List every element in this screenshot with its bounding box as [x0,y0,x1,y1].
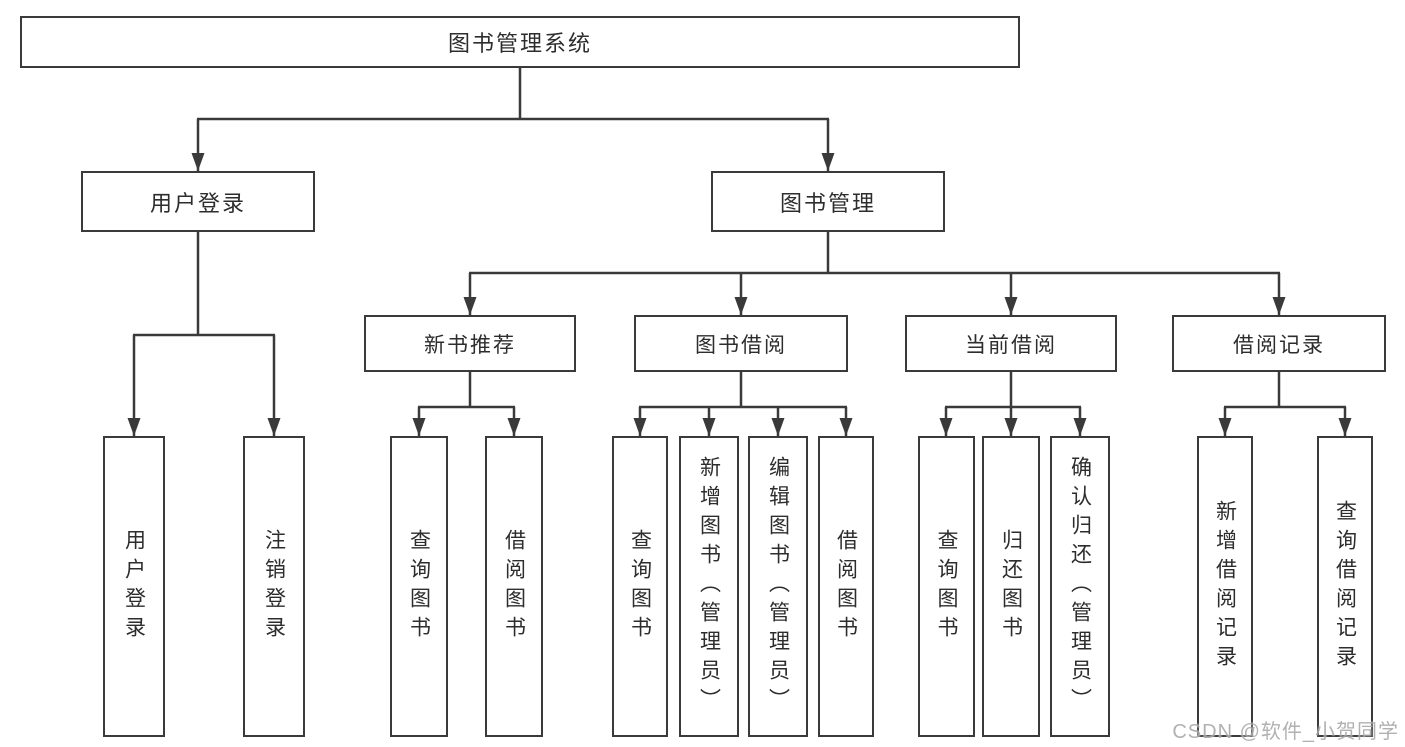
node-label: 查询图书 [407,528,431,645]
node-new-book-recommend: 新书推荐 [364,315,576,372]
node-book-borrowing: 图书借阅 [634,315,848,372]
node-label: 用户登录 [149,190,246,216]
csdn-watermark: CSDN @软件_小贺同学 [1172,721,1399,743]
leaf-query-books-borrow: 查询图书 [612,436,668,737]
node-borrow-records: 借阅记录 [1172,315,1386,372]
node-library-system: 图书管理系统 [20,16,1020,68]
leaf-borrow-books: 借阅图书 [818,436,874,737]
connector-book-mgmt-to-level3 [463,232,1286,315]
node-label: 借阅图书 [834,528,858,645]
leaf-user-login: 用户登录 [103,436,165,737]
node-label: 注销登录 [262,528,286,645]
leaf-query-books-rec: 查询图书 [390,436,448,737]
node-current-borrowing: 当前借阅 [905,315,1117,372]
connector-borrow-records-to-leaves [1218,372,1352,436]
leaf-borrow-books-rec: 借阅图书 [485,436,543,737]
node-label: 借阅记录 [1233,333,1325,357]
node-label: 图书管理 [779,190,876,216]
node-label: 确认归还（管理员） [1068,456,1092,717]
node-label: 新增图书（管理员） [697,456,721,717]
leaf-logout: 注销登录 [243,436,305,737]
node-label: 归还图书 [999,528,1023,645]
node-label: 新增借阅记录 [1213,499,1237,674]
leaf-query-borrow-record: 查询借阅记录 [1317,436,1373,737]
leaf-edit-books-admin: 编辑图书（管理员） [748,436,808,737]
node-label: 新书推荐 [424,333,516,357]
leaf-confirm-return-admin: 确认归还（管理员） [1050,436,1110,737]
node-user-login: 用户登录 [81,171,315,232]
node-label: 查询借阅记录 [1333,499,1357,674]
connector-root-to-level2 [191,68,835,171]
node-label: 编辑图书（管理员） [766,456,790,717]
node-label: 查询图书 [935,528,958,645]
node-label: 图书管理系统 [447,31,592,56]
connector-user-login-to-leaves [127,232,281,436]
leaf-return-books: 归还图书 [982,436,1040,737]
leaf-query-books-current: 查询图书 [918,436,975,737]
node-label: 借阅图书 [502,528,526,645]
connector-new-book-rec-to-leaves [412,372,521,436]
connector-current-borrow-to-leaves [939,372,1087,436]
node-label: 查询图书 [628,528,652,645]
node-label: 用户登录 [122,528,146,645]
leaf-add-books-admin: 新增图书（管理员） [679,436,739,737]
node-label: 当前借阅 [965,333,1057,357]
node-book-management: 图书管理 [711,171,945,232]
connector-book-borrow-to-leaves [633,372,853,436]
node-label: 图书借阅 [695,333,787,357]
leaf-add-borrow-record: 新增借阅记录 [1197,436,1253,737]
